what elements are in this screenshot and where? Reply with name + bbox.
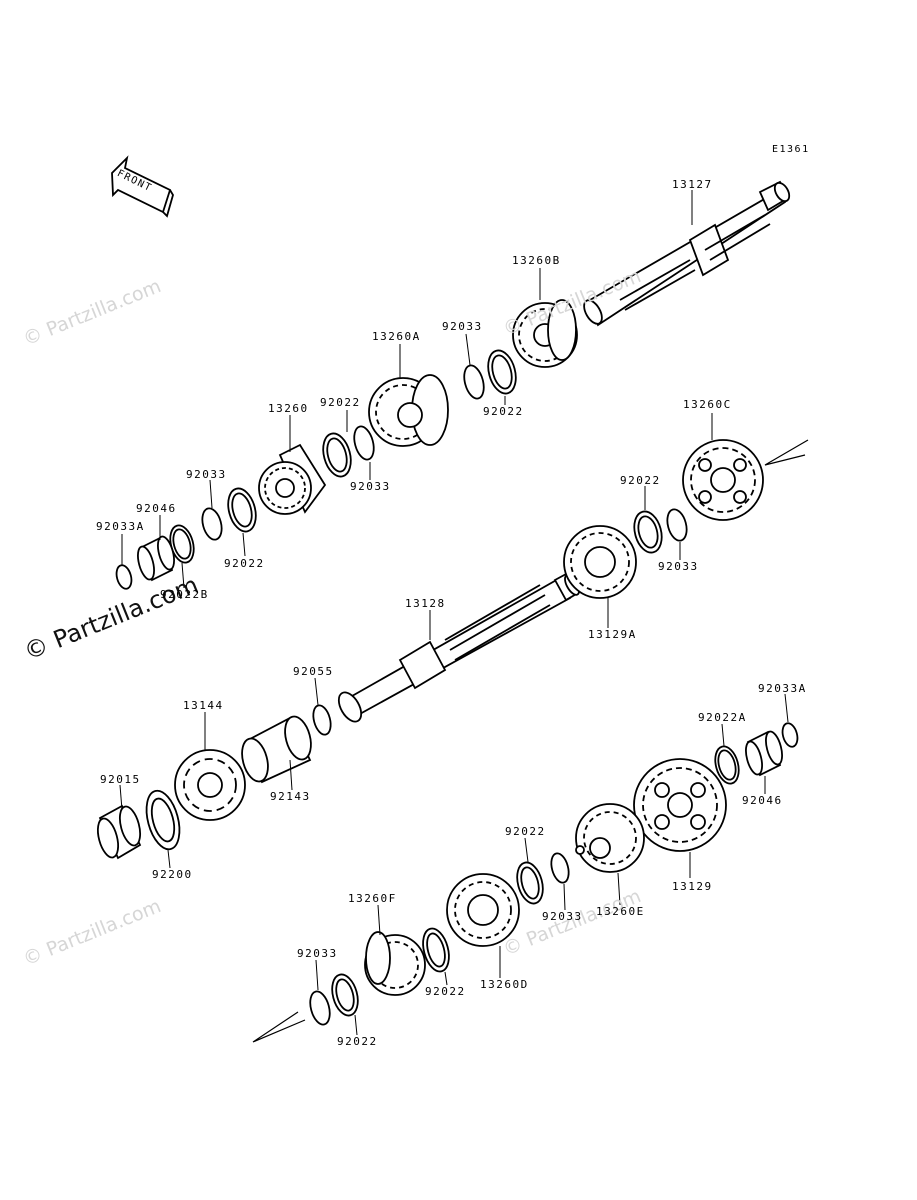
circlip-92033-mid xyxy=(353,425,375,461)
ring-92022-mid xyxy=(322,432,352,478)
part-label-92055: 92055 xyxy=(293,665,334,678)
counter-shaft xyxy=(337,571,580,723)
part-label-92033: 92033 xyxy=(350,480,391,493)
part-label-13260b: 13260B xyxy=(512,254,561,267)
part-label-92046: 92046 xyxy=(136,502,177,515)
gear-13129a xyxy=(563,525,637,599)
part-label-92022: 92022 xyxy=(483,405,524,418)
part-label-92015: 92015 xyxy=(100,773,141,786)
part-label-13260c: 13260C xyxy=(683,398,732,411)
circlip-92055 xyxy=(312,704,332,736)
ring-92022-final xyxy=(331,973,359,1017)
bearing-92046-lower xyxy=(745,730,783,777)
gear-13260d xyxy=(446,873,520,947)
part-label-92022: 92022 xyxy=(425,985,466,998)
ring-92022-bottom xyxy=(422,927,450,973)
part-label-92022: 92022 xyxy=(320,396,361,409)
ring-92022-right xyxy=(633,510,663,554)
washer-92200 xyxy=(145,789,181,851)
gear-13260a xyxy=(368,374,449,447)
guide-line-lower xyxy=(252,1011,306,1043)
ref-code: E1361 xyxy=(772,144,810,155)
part-label-92033: 92033 xyxy=(658,560,699,573)
front-arrow-icon xyxy=(111,155,174,218)
part-label-92033: 92033 xyxy=(297,947,338,960)
part-label-13129: 13129 xyxy=(672,880,713,893)
part-label-92143: 92143 xyxy=(270,790,311,803)
guide-line-upper xyxy=(764,439,809,466)
sprocket-13144 xyxy=(174,749,246,821)
circlip-92033-lower xyxy=(550,852,570,884)
gear-13260f xyxy=(364,931,426,996)
part-label-92022a: 92022A xyxy=(698,711,747,724)
part-label-92033: 92033 xyxy=(542,910,583,923)
circlip-92033-right xyxy=(666,508,688,542)
nut-92015 xyxy=(96,804,142,860)
part-label-13260a: 13260A xyxy=(372,330,421,343)
ring-92022a xyxy=(714,745,740,785)
main-shaft xyxy=(583,180,791,327)
part-label-92022: 92022 xyxy=(620,474,661,487)
part-label-92022: 92022 xyxy=(224,557,265,570)
part-label-92033a: 92033A xyxy=(758,682,807,695)
part-label-13260: 13260 xyxy=(268,402,309,415)
part-label-92200: 92200 xyxy=(152,868,193,881)
part-label-92033a: 92033A xyxy=(96,520,145,533)
part-label-92022: 92022 xyxy=(505,825,546,838)
part-label-13260f: 13260F xyxy=(348,892,397,905)
part-label-92022: 92022 xyxy=(337,1035,378,1048)
part-label-92033: 92033 xyxy=(186,468,227,481)
circlip-92033-upper xyxy=(463,364,485,400)
part-label-13260e: 13260E xyxy=(596,905,645,918)
gear-13260e xyxy=(575,803,645,873)
circlip-92033-final xyxy=(309,990,331,1026)
circlip-92033a-upper xyxy=(115,564,133,590)
part-label-92046: 92046 xyxy=(742,794,783,807)
ring-92022-left xyxy=(227,487,257,533)
gear-13129 xyxy=(633,758,727,852)
part-label-13128: 13128 xyxy=(405,597,446,610)
circlip-92033a-lower xyxy=(781,722,799,748)
part-label-13127: 13127 xyxy=(672,178,713,191)
part-label-13260d: 13260D xyxy=(480,978,529,991)
part-label-92033: 92033 xyxy=(442,320,483,333)
bearing-92046-upper xyxy=(137,535,175,582)
part-label-13144: 13144 xyxy=(183,699,224,712)
part-label-92022b: 92022B xyxy=(160,588,209,601)
gear-13260b xyxy=(512,299,578,368)
circlip-92033-left xyxy=(201,507,223,541)
ring-92022-lower xyxy=(516,861,544,905)
leader-lines xyxy=(119,190,789,1036)
gear-13260 xyxy=(258,443,327,515)
collar-92143 xyxy=(241,715,312,784)
gear-13260c xyxy=(682,439,764,521)
part-label-13129a: 13129A xyxy=(588,628,637,641)
ring-92022-upper xyxy=(487,349,517,395)
